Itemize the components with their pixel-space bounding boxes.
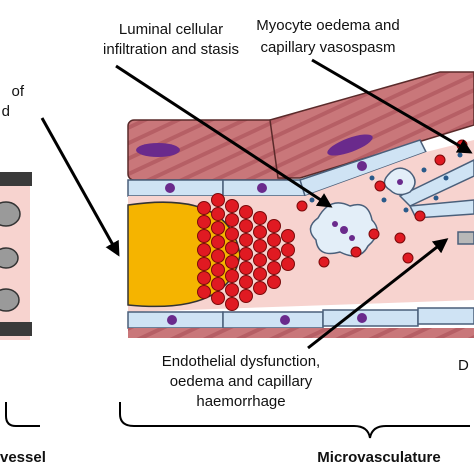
red-blood-cell — [225, 297, 239, 311]
red-blood-cell — [211, 263, 225, 277]
endothelial-nucleus — [257, 183, 267, 193]
left-brace — [5, 402, 40, 427]
red-blood-cell — [239, 205, 253, 219]
red-blood-cell — [267, 261, 281, 275]
red-blood-cell — [225, 283, 239, 297]
arrows — [40, 58, 473, 350]
label-right-partial: D — [458, 357, 469, 374]
red-blood-cell — [211, 277, 225, 291]
red-blood-cell — [211, 207, 225, 221]
endothelial-cell — [222, 311, 324, 329]
red-blood-cell — [197, 201, 211, 215]
red-blood-cell — [211, 221, 225, 235]
platelets — [309, 152, 463, 213]
plaque — [0, 201, 21, 227]
red-blood-cell — [239, 275, 253, 289]
endothelial-nucleus — [280, 315, 290, 325]
region-label-microvasculature: Microvasculature — [317, 449, 441, 466]
myocyte — [269, 71, 474, 179]
red-blood-cell — [253, 211, 267, 225]
red-blood-cell — [211, 291, 225, 305]
red-blood-cell — [267, 219, 281, 233]
leukocyte-nucleus — [349, 235, 355, 241]
leukocyte-nucleus — [397, 179, 403, 185]
plaque — [0, 288, 20, 312]
endothelial-nucleus — [165, 183, 175, 193]
endothelial-nucleus — [357, 313, 367, 323]
red-blood-cell — [211, 235, 225, 249]
arrow-myocyte — [311, 58, 473, 154]
label-endothelial-line1: Endothelial dysfunction, — [161, 353, 321, 370]
large-vessel — [0, 172, 32, 340]
red-blood-cell — [281, 229, 295, 243]
red-blood-cell — [239, 247, 253, 261]
large-vessel-wall-bottom — [0, 322, 32, 336]
right-brace — [119, 402, 470, 439]
label-left-partial-line2: d — [1, 103, 10, 120]
red-blood-cell — [197, 243, 211, 257]
endothelial-cell — [408, 199, 474, 219]
red-blood-cell — [253, 253, 267, 267]
red-blood-cell — [225, 199, 239, 213]
microvessel — [127, 71, 474, 338]
region-label-vessel: vessel — [0, 449, 46, 466]
myocyte-nucleus — [327, 134, 373, 156]
myocyte — [128, 328, 474, 338]
red-blood-cell — [281, 243, 295, 257]
braces — [5, 402, 470, 439]
endothelial-cell — [457, 231, 474, 245]
label-luminal-line2: infiltration and stasis — [103, 41, 239, 58]
label-myocyte-line1: Myocyte oedema and — [256, 17, 400, 34]
red-blood-cell — [267, 233, 281, 247]
red-blood-cell — [197, 215, 211, 229]
endothelial-nucleus — [167, 315, 177, 325]
red-blood-cell — [197, 229, 211, 243]
label-luminal-line1: Luminal cellular — [118, 21, 224, 38]
arrow-endothelial — [307, 238, 449, 350]
myocyte-nucleus — [136, 143, 180, 157]
red-blood-cell — [225, 227, 239, 241]
red-blood-cell — [197, 285, 211, 299]
leukocyte-nucleus — [332, 221, 338, 227]
label-myocyte-line2: capillary vasospasm — [260, 39, 396, 56]
leukocyte-nucleus — [340, 226, 348, 234]
red-blood-cell — [253, 225, 267, 239]
red-blood-cell — [211, 249, 225, 263]
red-blood-cell — [225, 241, 239, 255]
label-left-partial-line1: of — [11, 83, 24, 100]
red-blood-cell — [239, 233, 253, 247]
rbc-cluster — [197, 193, 295, 311]
red-blood-cell — [267, 247, 281, 261]
red-blood-cell — [253, 239, 267, 253]
endothelial-nucleus — [357, 161, 367, 171]
label-endothelial-line2: oedema and capillary — [169, 373, 313, 390]
red-blood-cell — [197, 257, 211, 271]
red-blood-cell — [211, 193, 225, 207]
red-blood-cell — [239, 219, 253, 233]
red-blood-cell — [197, 271, 211, 285]
endothelial-cell — [398, 159, 474, 207]
arrow-luminal — [115, 64, 333, 208]
red-blood-cell — [239, 289, 253, 303]
endothelial-cell — [417, 307, 474, 325]
red-blood-cell — [281, 257, 295, 271]
endothelial-cell — [127, 179, 224, 197]
plaque — [0, 247, 19, 269]
red-blood-cell — [225, 255, 239, 269]
red-blood-cell — [225, 213, 239, 227]
red-blood-cell — [267, 275, 281, 289]
red-blood-cell — [225, 269, 239, 283]
red-blood-cell — [253, 267, 267, 281]
large-vessel-wall-top — [0, 172, 32, 186]
red-blood-cell — [253, 281, 267, 295]
arrow-left-label — [40, 117, 120, 257]
label-endothelial-line3: haemorrhage — [196, 393, 286, 410]
red-blood-cell — [239, 261, 253, 275]
